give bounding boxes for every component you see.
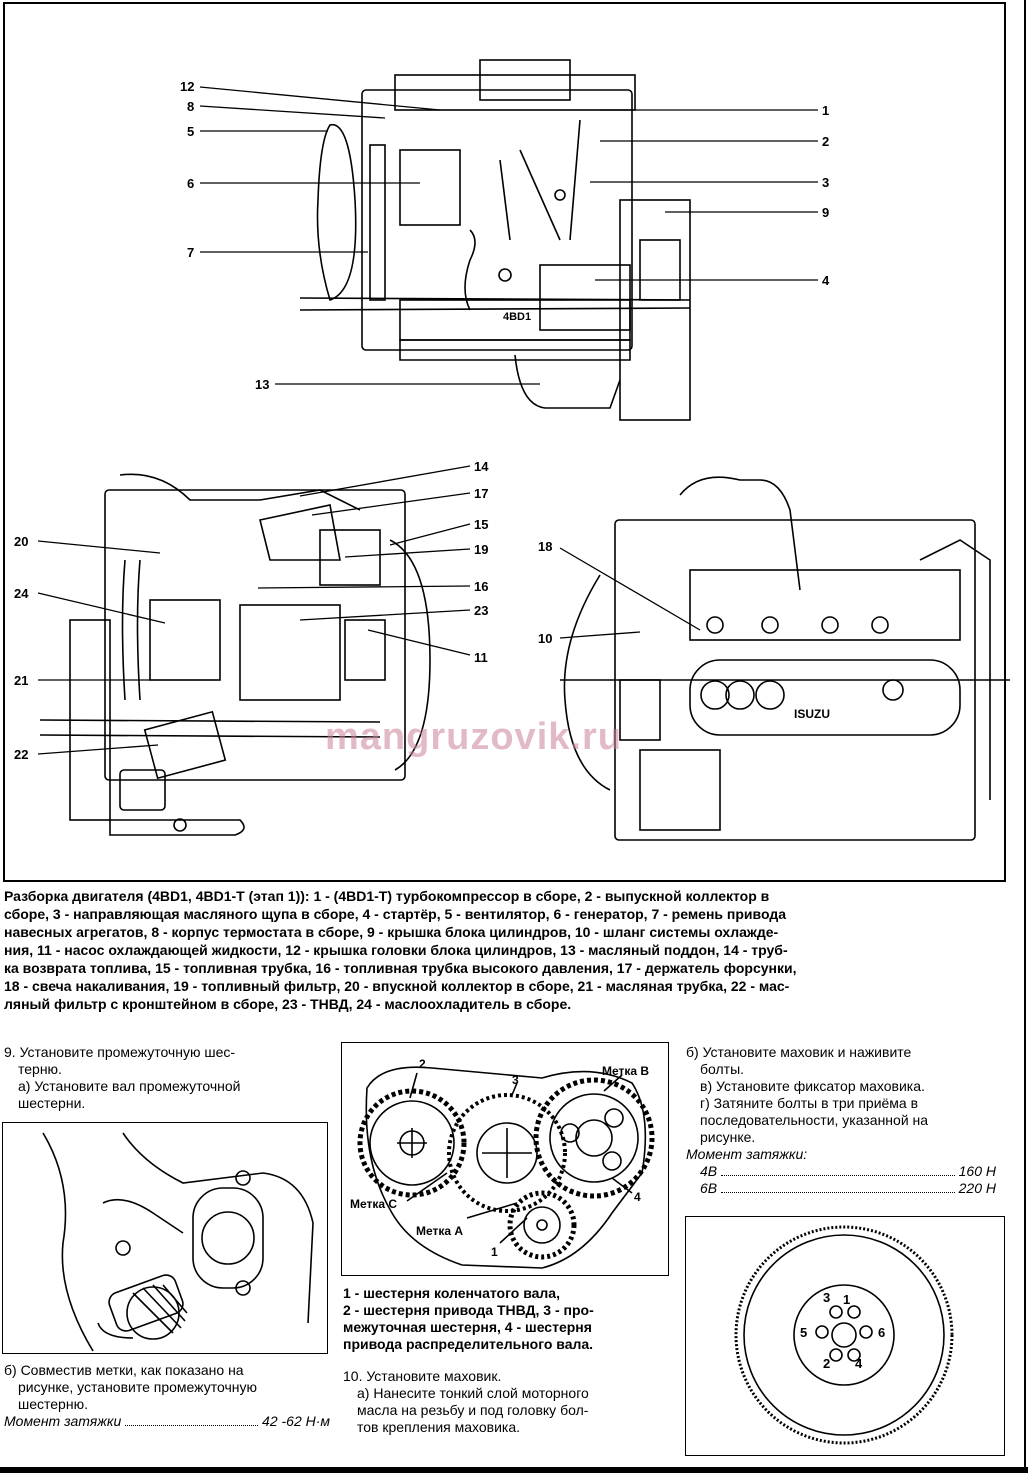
callout-number: 3: [822, 175, 830, 190]
step-9-text: 9. Установите промежуточную шес-: [4, 1044, 236, 1060]
torque-value: 220 Н: [958, 1180, 996, 1196]
bolt-sequence-number: 5: [800, 1325, 808, 1340]
engine-rear-view-right: [560, 476, 1010, 841]
callout-number: 16: [474, 579, 489, 594]
bolt-sequence-number: 4: [855, 1356, 863, 1371]
caption-line: 18 - свеча накаливания, 19 - топливный ф…: [4, 978, 790, 994]
step-10a-text: тов крепления маховика.: [357, 1419, 521, 1435]
gear-caption-line: 2 - шестерня привода ТНВД, 3 - про-: [343, 1302, 594, 1318]
caption-line: ния, 11 - насос охлаждающей жидкости, 12…: [4, 942, 788, 958]
engine-side-view-top: [299, 59, 691, 421]
gear-label: 3: [512, 1073, 519, 1087]
gear-train-diagram: [341, 1042, 669, 1276]
footer-rule: [0, 1467, 1028, 1473]
column-2-bottom: 10. Установите маховик. а) Нанесите тонк…: [343, 1368, 669, 1436]
engine-code: 4B: [700, 1163, 718, 1179]
callout-number: 12: [180, 79, 195, 94]
callout-number: 24: [14, 586, 29, 601]
torque-value: 160 Н: [958, 1163, 996, 1179]
torque-label: Момент затяжки: [4, 1413, 122, 1429]
torque-spec-row: 4B 160 Н: [686, 1163, 996, 1180]
gear-label: Метка A: [416, 1224, 464, 1238]
column-3-top: б) Установите маховик и наживите болты. …: [686, 1044, 996, 1197]
step-9b-text: шестерню.: [18, 1396, 88, 1412]
gear-caption-line: привода распределительного вала.: [343, 1336, 594, 1352]
engine-front-view-left: [39, 473, 431, 836]
torque-spec-row: Момент затяжки 42 -62 Н·м: [4, 1413, 330, 1430]
bolt-sequence-number: 6: [878, 1325, 886, 1340]
step-10b-text: болты.: [700, 1061, 745, 1077]
idler-shaft-illustration: [2, 1122, 328, 1354]
engine-code: 6B: [700, 1180, 718, 1196]
step-9a-text: а) Установите вал промежуточной: [18, 1078, 241, 1094]
bolt-sequence-number: 3: [823, 1290, 831, 1305]
engine-plate-label: 4BD1: [503, 311, 532, 323]
idler-shaft-drawing: [42, 1132, 314, 1352]
callout-number: 20: [14, 534, 29, 549]
step-10c-text: в) Установите фиксатор маховика.: [700, 1078, 925, 1094]
gear-caption-line: 1 - шестерня коленчатого вала,: [343, 1285, 560, 1301]
flywheel-bolt-sequence-diagram: [685, 1216, 1005, 1456]
caption-line: ляный фильтр с кронштейном в сборе, 23 -…: [4, 996, 572, 1012]
brand-plate-label: ISUZU: [794, 707, 830, 721]
callout-number: 18: [538, 539, 553, 554]
watermark: mangruzovik.ru: [325, 716, 622, 758]
callout-number: 19: [474, 542, 489, 557]
page-edge-rule: [1024, 0, 1026, 1470]
step-10a-text: масла на резьбу и под головку бол-: [357, 1402, 589, 1418]
step-10d-text: г) Затяните болты в три приёма в: [700, 1095, 919, 1111]
torque-value: 42 -62 Н·м: [262, 1413, 330, 1429]
caption-line: ка возврата топлива, 15 - топливная труб…: [4, 960, 797, 976]
gear-train-drawing: [357, 1066, 655, 1269]
caption-line: сборе, 3 - направляющая масляного щупа в…: [4, 906, 786, 922]
caption-line: Разборка двигателя (4BD1, 4BD1-T (этап 1…: [4, 888, 770, 904]
column-1-top: 9. Установите промежуточную шес- терню. …: [4, 1044, 326, 1112]
torque-heading: Момент затяжки:: [686, 1146, 808, 1162]
step-9-text: терню.: [18, 1061, 62, 1077]
callout-number: 2: [822, 134, 830, 149]
step-10b-text: б) Установите маховик и наживите: [686, 1044, 912, 1060]
callout-number: 10: [538, 631, 553, 646]
step-10d-text: рисунке.: [700, 1129, 756, 1145]
callout-number: 9: [822, 205, 830, 220]
flywheel-drawing: [734, 1225, 954, 1445]
step-10-text: 10. Установите маховик.: [343, 1368, 502, 1384]
gear-label: Метка C: [350, 1197, 398, 1211]
gear-label: 4: [634, 1190, 641, 1204]
gear-caption-line: межуточная шестерня, 4 - шестерня: [343, 1319, 592, 1335]
callout-number: 21: [14, 673, 29, 688]
figure-caption: Разборка двигателя (4BD1, 4BD1-T (этап 1…: [4, 887, 1004, 1013]
step-10a-text: а) Нанесите тонкий слой моторного: [357, 1385, 589, 1401]
callout-number: 15: [474, 517, 489, 532]
callout-number: 22: [14, 747, 29, 762]
callout-number: 17: [474, 486, 489, 501]
callout-number: 11: [474, 650, 488, 665]
callout-number: 1: [822, 103, 830, 118]
gear-label: Метка B: [602, 1064, 650, 1078]
callout-number: 6: [187, 176, 195, 191]
callout-number: 13: [255, 377, 270, 392]
callout-number: 8: [187, 99, 195, 114]
callout-number: 23: [474, 603, 489, 618]
figure-frame: [3, 2, 1006, 882]
gear-diagram-caption: 1 - шестерня коленчатого вала, 2 - шесте…: [343, 1285, 669, 1353]
bolt-sequence-number: 1: [843, 1292, 851, 1307]
callout-number: 14: [474, 459, 489, 474]
step-9a-text: шестерни.: [18, 1095, 86, 1111]
torque-spec-row: 6B 220 Н: [686, 1180, 996, 1197]
callout-number: 4: [822, 273, 830, 288]
step-10d-text: последовательности, указанной на: [700, 1112, 929, 1128]
caption-line: навесных агрегатов, 8 - корпус термостат…: [4, 924, 779, 940]
callout-number: 5: [187, 124, 195, 139]
column-1-bottom: б) Совместив метки, как показано на рису…: [4, 1362, 330, 1430]
gear-label: 2: [419, 1057, 426, 1071]
bolt-sequence-number: 2: [823, 1356, 831, 1371]
step-9b-text: б) Совместив метки, как показано на: [4, 1362, 244, 1378]
callout-number: 7: [187, 245, 195, 260]
step-9b-text: рисунке, установите промежуточную: [18, 1379, 257, 1395]
gear-label: 1: [491, 1245, 498, 1259]
